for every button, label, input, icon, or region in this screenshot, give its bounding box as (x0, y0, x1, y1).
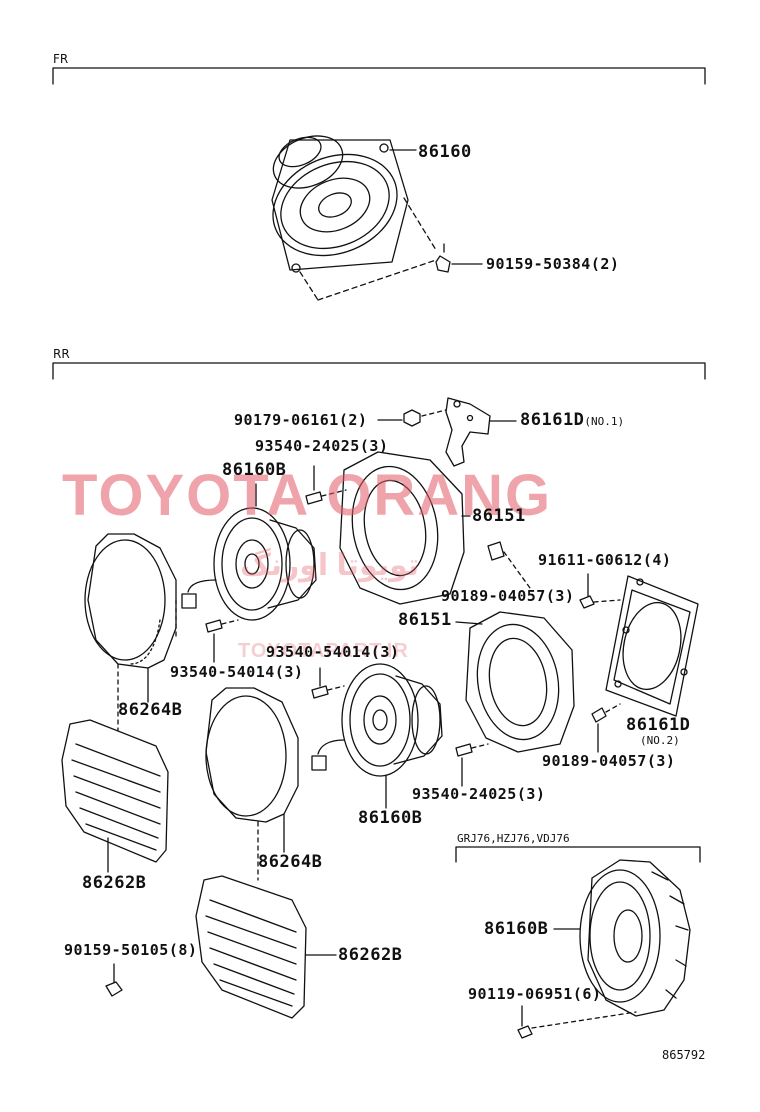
part-label-bracket-no2[interactable]: 86161D (626, 715, 691, 735)
screw-b-lower-drawing (311, 667, 345, 699)
watermark-brand: TOYOTA ORANG (62, 463, 553, 528)
fr-screw-drawing (435, 243, 483, 273)
part-label-variant-screw[interactable]: 90119-06951(6) (468, 985, 602, 1003)
spacer-upper-drawing (339, 451, 471, 605)
screw-b-upper-drawing (205, 619, 239, 663)
cover-lower-drawing (205, 687, 299, 881)
grille-screw-drawing (105, 963, 123, 997)
nut-drawing (377, 409, 447, 427)
part-label-bracket-no1[interactable]: 86161D(NO.1) (520, 411, 624, 431)
watermark-url: TOYOTAPART.IR (238, 640, 409, 662)
section-label-rr: RR (53, 347, 70, 361)
part-label-screw-c[interactable]: 93540-24025(3) (412, 785, 546, 803)
part-label-grille-lower[interactable]: 86262B (338, 945, 403, 965)
part-label-screw-a[interactable]: 93540-24025(3) (255, 437, 389, 455)
variant-screw-drawing (517, 1005, 533, 1039)
part-label-fr-speaker[interactable]: 86160 (418, 142, 472, 162)
part-label-bolt-upper[interactable]: 90189-04057(3) (441, 587, 575, 605)
fr-section-frame (52, 67, 706, 85)
part-label-grille-upper[interactable]: 86262B (82, 873, 147, 893)
part-label-speaker-rr-upper[interactable]: 86160B (222, 460, 287, 480)
part-label-cover-upper[interactable]: 86264B (118, 700, 183, 720)
bracket-no1-drawing (445, 397, 517, 467)
grille-upper-drawing (61, 719, 169, 873)
variant-label: GRJ76,HZJ76,VDJ76 (457, 832, 570, 845)
part-label-nut[interactable]: 90179-06161(2) (234, 411, 368, 429)
bolt-lower-drawing (591, 703, 621, 753)
bolt-upper-drawing (579, 573, 621, 609)
watermark-persian: تویوتا اورنگ (240, 549, 420, 582)
speaker-rr-lower-drawing (311, 663, 443, 809)
part-label-spacer-upper[interactable]: 86151 (472, 506, 526, 526)
part-label-grille-screw[interactable]: 90159-50105(8) (64, 941, 198, 959)
spacer-lower-drawing (455, 611, 575, 753)
part-label-clip[interactable]: 91611-G0612(4) (538, 551, 672, 569)
diagram-id: 865792 (662, 1048, 706, 1062)
part-label-screw-b-upper[interactable]: 93540-54014(3) (170, 663, 304, 681)
cover-upper-drawing (84, 533, 177, 731)
variant-section-frame (455, 846, 701, 863)
rr-section-frame (52, 362, 706, 380)
bracket-no2-sub: (NO.2) (640, 734, 680, 747)
part-label-bolt-lower[interactable]: 90189-04057(3) (542, 752, 676, 770)
part-label-spacer-lower[interactable]: 86151 (398, 610, 452, 630)
part-label-variant-speaker[interactable]: 86160B (484, 919, 549, 939)
section-label-fr: FR (53, 52, 69, 66)
bracket-no2-drawing (605, 575, 699, 717)
part-label-cover-lower[interactable]: 86264B (258, 852, 323, 872)
part-label-screw-b-lower[interactable]: 93540-54014(3) (266, 643, 400, 661)
part-label-speaker-rr-lower[interactable]: 86160B (358, 808, 423, 828)
bracket-no1-number: 86161D (520, 410, 585, 430)
grille-lower-drawing (195, 875, 337, 1019)
clip-drawing (487, 541, 531, 589)
speaker-rr-upper-drawing (181, 483, 317, 621)
screw-a-top-drawing (305, 465, 347, 505)
screw-c-drawing (455, 743, 489, 787)
part-label-fr-screw[interactable]: 90159-50384(2) (486, 255, 620, 273)
fr-speaker-drawing (271, 135, 437, 301)
variant-speaker-drawing (531, 859, 691, 1029)
bracket-no1-sub: (NO.1) (584, 415, 625, 428)
